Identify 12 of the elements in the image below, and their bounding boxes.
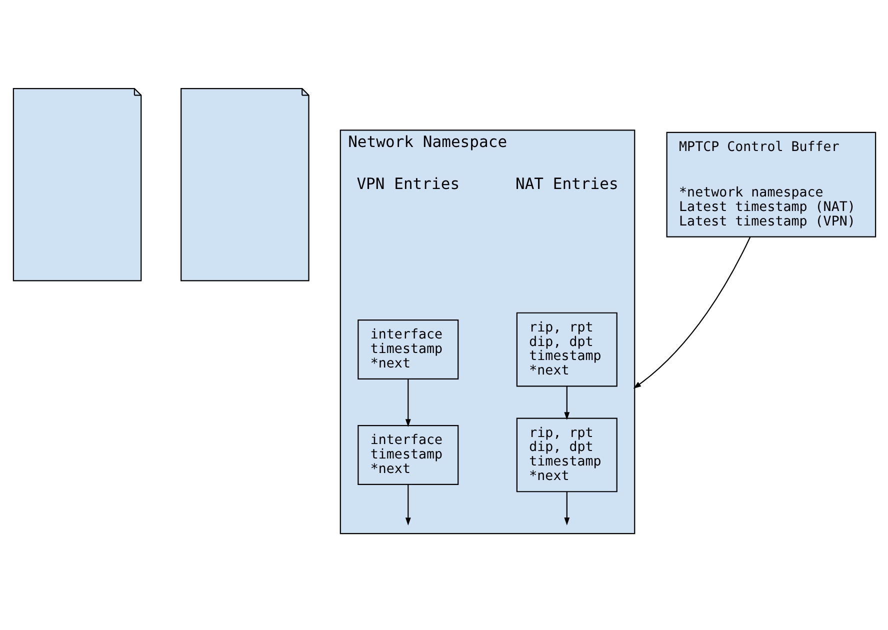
arrow <box>564 491 570 525</box>
arrow <box>404 378 410 426</box>
arrow <box>632 236 750 388</box>
node-box: interface timestamp *next <box>357 424 458 484</box>
node-box: rip, rpt dip, dpt timestamp *next <box>516 417 617 492</box>
node-box: MPTCP Control Buffer *network namespace Latest timestamp (NAT) Latest timestamp (VPN) <box>666 131 876 237</box>
label: NAT Entries <box>514 174 618 192</box>
node-box: interface timestamp *next <box>357 319 458 379</box>
arrow <box>404 484 410 525</box>
node-box: rip, rpt dip, dpt timestamp *next <box>516 312 617 386</box>
label: VPN Entries <box>356 174 460 192</box>
arrow <box>564 386 570 420</box>
